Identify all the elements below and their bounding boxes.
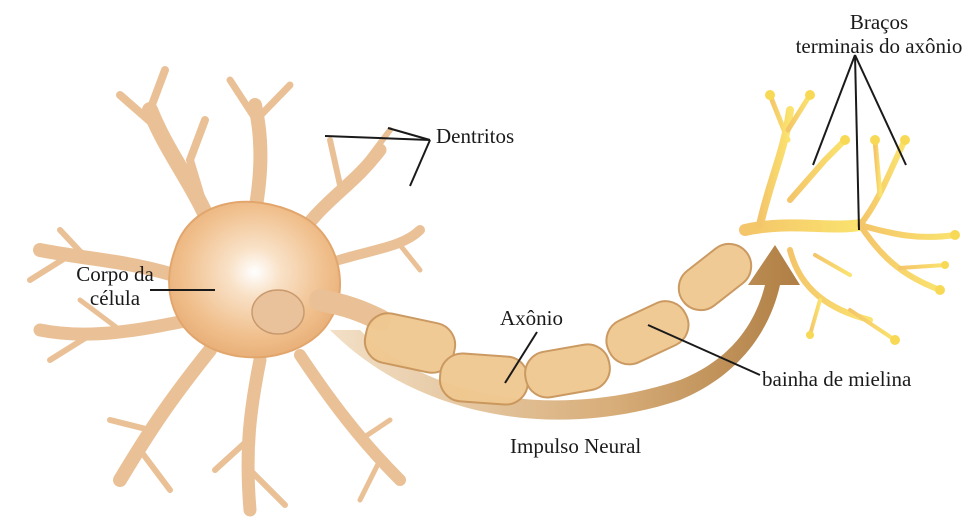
cell-body-label: Corpo da célula bbox=[55, 262, 175, 310]
terminals-pointer-mid bbox=[855, 55, 859, 230]
terminals-label-line2: terminais do axônio bbox=[780, 34, 978, 58]
cell-body-label-line1: Corpo da bbox=[55, 262, 175, 286]
cell-body-label-line2: célula bbox=[55, 286, 175, 310]
dentrites-label: Dentritos bbox=[436, 124, 514, 148]
axon-label: Axônio bbox=[500, 306, 563, 330]
nucleus bbox=[252, 290, 304, 334]
axon-terminals bbox=[745, 95, 955, 340]
terminals-label: Braços terminais do axônio bbox=[780, 10, 978, 58]
cell-body bbox=[169, 202, 340, 358]
terminals-label-line1: Braços bbox=[780, 10, 978, 34]
dentrites-pointer bbox=[325, 136, 430, 140]
myelin-label: bainha de mielina bbox=[762, 367, 911, 391]
terminals-pointer-right bbox=[855, 55, 906, 165]
impulse-label: Impulso Neural bbox=[510, 434, 641, 458]
